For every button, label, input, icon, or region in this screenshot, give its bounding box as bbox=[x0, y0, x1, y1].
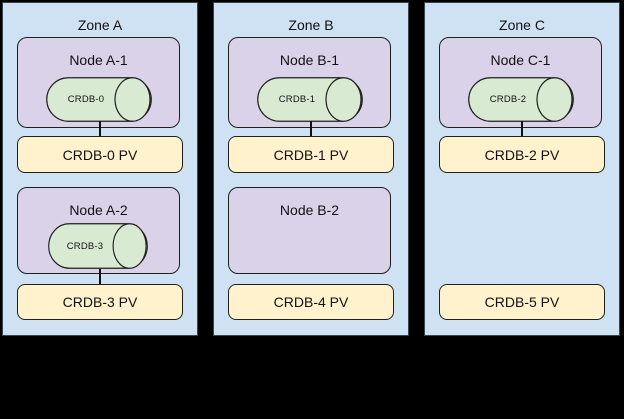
cylinder-shape bbox=[257, 77, 363, 122]
crdb-0-pv-box: CRDB-0 PV bbox=[17, 136, 183, 173]
crdb-2-cylinder-icon: CRDB-2 bbox=[468, 77, 574, 122]
zone-a-label: Zone A bbox=[77, 17, 123, 33]
node-c1-label: Node C-1 bbox=[490, 52, 551, 68]
zone-b: Zone B Node B-1 CRDB-1 CRDB-1 PV Node B-… bbox=[213, 2, 409, 336]
crdb-1-pv-label: CRDB-1 PV bbox=[273, 146, 349, 163]
crdb-2-pv-label: CRDB-2 PV bbox=[484, 146, 560, 163]
crdb-0-pv-label: CRDB-0 PV bbox=[62, 146, 138, 163]
node-b1-label: Node B-1 bbox=[279, 52, 340, 68]
crdb-5-pv-label: CRDB-5 PV bbox=[484, 294, 560, 310]
cylinder-shape bbox=[468, 77, 574, 122]
crdb-1-pod-label: CRDB-1 bbox=[278, 94, 316, 105]
crdb-2-pv-box: CRDB-2 PV bbox=[439, 136, 605, 173]
node-b1: Node B-1 CRDB-1 bbox=[228, 37, 391, 128]
zone-c-label: Zone C bbox=[499, 17, 545, 33]
node-a2-label: Node A-2 bbox=[69, 202, 128, 218]
crdb-4-pv-label: CRDB-4 PV bbox=[273, 294, 349, 310]
crdb-3-cylinder-icon: CRDB-3 bbox=[48, 223, 148, 269]
node-b2: Node B-2 bbox=[228, 187, 391, 274]
crdb-4-pv-box: CRDB-4 PV bbox=[228, 284, 394, 320]
crdb-1-cylinder-icon: CRDB-1 bbox=[257, 77, 363, 122]
node-a1: Node A-1 CRDB-0 bbox=[17, 37, 180, 128]
connector-crdb3-to-pv bbox=[99, 269, 101, 284]
connector-crdb1-to-pv bbox=[310, 121, 312, 136]
node-b2-label: Node B-2 bbox=[279, 202, 340, 218]
node-a2: Node A-2 CRDB-3 bbox=[17, 187, 180, 274]
crdb-3-pod-label: CRDB-3 bbox=[66, 240, 104, 252]
crdb-0-pod-label: CRDB-0 bbox=[67, 94, 105, 105]
zone-b-label: Zone B bbox=[288, 17, 334, 33]
connector-crdb2-to-pv bbox=[521, 121, 523, 136]
connector-crdb0-to-pv bbox=[99, 121, 101, 136]
zone-c: Zone C Node C-1 CRDB-2 CRDB-2 PV CRDB-5 … bbox=[424, 2, 620, 336]
crdb-5-pv-box: CRDB-5 PV bbox=[439, 284, 605, 320]
crdb-2-pod-label: CRDB-2 bbox=[489, 94, 527, 105]
node-a1-label: Node A-1 bbox=[69, 52, 128, 68]
crdb-3-pv-box: CRDB-3 PV bbox=[17, 284, 183, 320]
crdb-3-pv-label: CRDB-3 PV bbox=[62, 294, 138, 310]
node-c1: Node C-1 CRDB-2 bbox=[439, 37, 602, 128]
crdb-0-cylinder-icon: CRDB-0 bbox=[46, 77, 152, 122]
crdb-1-pv-box: CRDB-1 PV bbox=[228, 136, 394, 173]
zone-a: Zone A Node A-1 CRDB-0 CRDB-0 PV Node A-… bbox=[2, 2, 198, 336]
cylinder-shape bbox=[46, 77, 152, 122]
cylinder-shape bbox=[48, 223, 148, 269]
